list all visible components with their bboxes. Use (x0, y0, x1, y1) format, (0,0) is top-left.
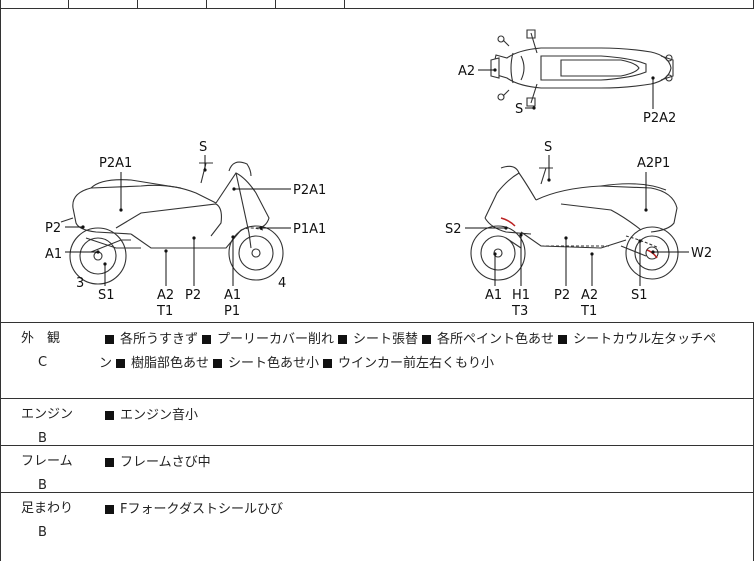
top-view-labels: A2 S P2A2 (458, 64, 676, 126)
condition-row-engine: エンジン B エンジン音小 (0, 398, 754, 446)
divider (137, 0, 138, 8)
category-cell: 外 観 C (1, 327, 91, 375)
damage-label: A2P1 (637, 156, 670, 171)
damage-label: T1 (156, 304, 173, 319)
damage-label: P2A1 (293, 183, 326, 198)
note-item: シート色あせ小 (228, 356, 320, 371)
scooter-diagram-svg: A2 S P2A2 (45, 29, 712, 319)
note-item: ウインカー前左右くもり小 (338, 356, 495, 371)
note-item: 樹脂部色あせ (131, 356, 210, 371)
category-name: エンジン (21, 407, 74, 422)
note-item: シートカウル左タッチペ (573, 332, 717, 347)
category-grade: B (38, 478, 47, 493)
damage-diagram: A2 S P2A2 (0, 8, 755, 322)
bullet-square-icon (202, 334, 212, 344)
bullet-square-icon (558, 334, 568, 344)
condition-notes: 各所うすきず プーリーカバー削れ シート張替 各所ペイント色あせ シートカウル左タッチペ… (97, 328, 747, 376)
bullet-square-icon (105, 504, 114, 514)
note-item: ン (99, 356, 113, 371)
damage-label: P2 (554, 288, 570, 303)
category-name: 外 観 (21, 331, 61, 346)
damage-label: H1 (512, 288, 530, 303)
damage-label: A1 (224, 288, 241, 303)
damage-label: S (199, 140, 207, 155)
damage-label: P2 (185, 288, 201, 303)
condition-row-frame: フレーム B フレームさび中 (0, 445, 754, 493)
damage-label: A2 (157, 288, 174, 303)
bullet-square-icon (338, 334, 348, 344)
bullet-square-icon (105, 410, 114, 420)
damage-label: A1 (45, 247, 62, 262)
category-cell: フレーム B (1, 450, 91, 498)
condition-notes: フレームさび中 (97, 451, 747, 475)
top-table-edge (0, 0, 754, 9)
condition-row-exterior: 外 観 C 各所うすきず プーリーカバー削れ シート張替 各所ペイント色あせ シートカウ… (0, 322, 754, 398)
notes-line: 各所うすきず プーリーカバー削れ シート張替 各所ペイント色あせ シートカウル左タッチペ (97, 328, 747, 352)
bullet-square-icon (105, 334, 114, 344)
top-view-scooter (490, 29, 674, 107)
note-item: プーリーカバー削れ (217, 332, 335, 347)
damage-label: P2A1 (99, 156, 132, 171)
note-item: 各所うすきず (120, 332, 199, 347)
category-name: フレーム (21, 454, 73, 469)
left-side-labels: S P2A1 P2A1 P1A1 P2 A1 3 S1 (45, 140, 326, 319)
condition-notes: Fフォークダストシールひび (97, 498, 747, 522)
notes-line: ン 樹脂部色あせ シート色あせ小 ウインカー前左右くもり小 (97, 352, 747, 376)
damage-label: A2 (458, 64, 475, 79)
divider (0, 0, 1, 8)
damage-label: P2A2 (643, 111, 676, 126)
condition-row-suspension: 足まわり B Fフォークダストシールひび (0, 492, 754, 561)
divider (275, 0, 276, 8)
damage-label: P1A1 (293, 222, 326, 237)
note-item: フレームさび中 (120, 455, 211, 470)
divider (206, 0, 207, 8)
damage-label: S (544, 140, 552, 155)
category-name: 足まわり (21, 501, 74, 516)
damage-label: T3 (511, 304, 528, 319)
damage-label: A1 (485, 288, 502, 303)
category-cell: エンジン B (1, 403, 91, 451)
category-grade: B (38, 525, 47, 540)
repair-mark (500, 217, 516, 227)
damage-label: S2 (445, 222, 462, 237)
divider (753, 0, 754, 8)
damage-label: S (515, 102, 523, 117)
bullet-square-icon (105, 457, 114, 467)
bullet-square-icon (213, 358, 223, 368)
damage-label: W2 (691, 246, 712, 261)
divider (344, 0, 345, 8)
category-grade: C (38, 355, 48, 370)
damage-label: A2 (581, 288, 598, 303)
damage-label: P2 (45, 221, 61, 236)
bullet-square-icon (422, 334, 432, 344)
damage-label: S1 (98, 288, 115, 303)
right-side-scooter (470, 165, 679, 281)
bullet-square-icon (116, 358, 126, 368)
left-side-scooter (60, 161, 284, 285)
note-item: エンジン音小 (120, 408, 199, 423)
note-item: Fフォークダストシールひび (120, 502, 283, 517)
condition-notes: エンジン音小 (97, 404, 747, 428)
note-item: 各所ペイント色あせ (437, 332, 555, 347)
divider (68, 0, 69, 8)
damage-label: 4 (278, 276, 286, 291)
category-grade: B (38, 431, 47, 446)
note-item: シート張替 (353, 332, 419, 347)
damage-label: P1 (224, 304, 240, 319)
damage-label: S1 (631, 288, 648, 303)
right-side-labels: S A2P1 S2 W2 A1 H1 T3 P2 (445, 140, 712, 319)
category-cell: 足まわり B (1, 497, 91, 545)
damage-label: 3 (76, 276, 84, 291)
damage-label: T1 (580, 304, 597, 319)
bullet-square-icon (323, 358, 333, 368)
